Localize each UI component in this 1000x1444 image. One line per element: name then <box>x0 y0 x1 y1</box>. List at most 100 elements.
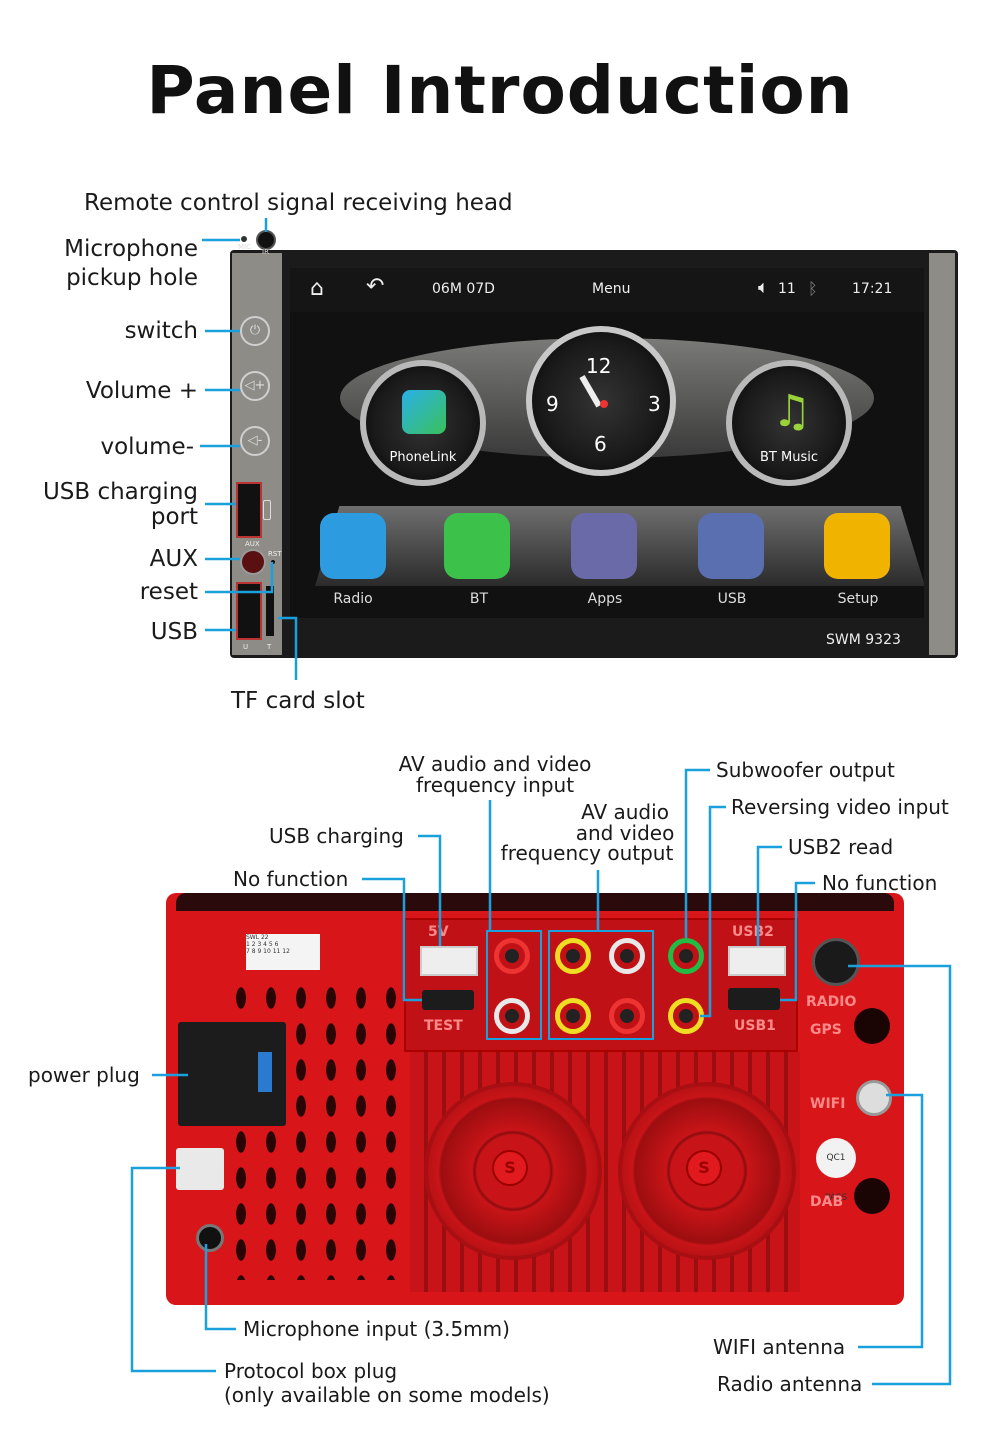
label-reversing-video: Reversing video input <box>731 795 949 819</box>
gps-text: GPS <box>810 1022 842 1038</box>
microphone-input-jack[interactable] <box>196 1224 224 1252</box>
setup-gear-icon[interactable] <box>824 513 890 579</box>
wifi-antenna-jack[interactable] <box>856 1080 892 1116</box>
wifi-text: WIFI <box>810 1096 846 1112</box>
radio-text: RADIO <box>806 994 857 1010</box>
t-text: T <box>267 643 272 651</box>
label-usb: USB <box>150 619 198 645</box>
date-text: 06M 07D <box>432 281 495 297</box>
label-remote-receiver: Remote control signal receiving head <box>84 190 513 216</box>
label-usb2-read: USB2 read <box>788 835 894 859</box>
test-text: TEST <box>424 1018 463 1034</box>
volume-up-button[interactable]: ◁+ <box>240 371 270 401</box>
usb-charging-port[interactable] <box>236 482 262 538</box>
clock-3: 3 <box>648 392 661 416</box>
phonelink-dial[interactable]: PhoneLink <box>360 360 486 486</box>
rear-panel-top-edge <box>176 893 894 911</box>
volume-down-button[interactable]: ◁- <box>240 426 270 456</box>
fan-hub-right: S <box>686 1150 722 1186</box>
leader-tf <box>278 616 298 680</box>
mic-hole <box>241 236 247 242</box>
power-button[interactable]: ⏻ <box>240 316 270 346</box>
label-mic-line1: Microphone <box>64 236 198 262</box>
radio-icon[interactable] <box>320 513 386 579</box>
rca-av-out-red[interactable] <box>609 998 645 1034</box>
label-av-output-line1: AV audio <box>581 800 669 824</box>
phonelink-label: PhoneLink <box>389 450 457 465</box>
clock-6: 6 <box>594 432 607 456</box>
rca-av-in-yellow[interactable] <box>555 938 591 974</box>
bt-music-dial[interactable]: ♫ BT Music <box>726 360 852 486</box>
home-icon[interactable]: ⌂ <box>310 276 324 301</box>
usb2-port[interactable] <box>728 946 786 976</box>
rca-av-out-yellow[interactable] <box>555 998 591 1034</box>
label-power-plug: power plug <box>28 1063 140 1087</box>
label-switch: switch <box>124 318 198 344</box>
clock-dial: 12 3 6 9 <box>526 326 676 476</box>
app-label-apps: Apps <box>587 591 623 607</box>
usb-icon[interactable] <box>698 513 764 579</box>
rca-av-in-red[interactable] <box>494 938 530 974</box>
app-label-bt: BT <box>469 591 489 607</box>
rca-av-in-white[interactable] <box>494 998 530 1034</box>
back-icon[interactable]: ↶ <box>366 274 385 299</box>
volume-level: 11 <box>778 281 796 297</box>
protocol-box-plug[interactable] <box>176 1148 224 1190</box>
usb-charging-port-rear[interactable] <box>420 946 478 976</box>
mic-text: MIC <box>238 243 251 251</box>
av-input-box <box>486 930 542 1040</box>
label-protocol-line2: (only available on some models) <box>224 1383 550 1407</box>
phone-icon[interactable] <box>444 513 510 579</box>
label-radio-antenna: Radio antenna <box>717 1372 863 1396</box>
fuse <box>258 1052 272 1092</box>
leader-no-function-left <box>362 877 422 1002</box>
leader-radio <box>848 964 952 1386</box>
menu-text[interactable]: Menu <box>592 281 631 297</box>
leader-usb-charging <box>418 834 442 946</box>
label-protocol-line1: Protocol box plug <box>224 1359 398 1383</box>
label-mic-input: Microphone input (3.5mm) <box>243 1317 510 1341</box>
clock-9: 9 <box>546 392 559 416</box>
app-label-setup: Setup <box>837 591 879 607</box>
label-usb-charging: USB charging <box>269 824 404 848</box>
phonelink-icon <box>402 390 446 434</box>
sticker-row1: 1 2 3 4 5 6 <box>246 941 279 948</box>
sticker-row2: 7 8 9 10 11 12 <box>246 948 290 955</box>
speaker-icon: 🔈︎ <box>758 277 769 298</box>
model-number: SWM 9323 <box>826 632 901 648</box>
leader-wifi <box>858 1093 924 1349</box>
aux-text: AUX <box>245 540 260 548</box>
leader-reversing <box>700 805 726 1018</box>
touch-screen[interactable]: ⌂ ↶ 06M 07D Menu 🔈︎ 11 ᛒ 17:21 PhoneLink… <box>290 268 924 618</box>
bluetooth-icon: ᛒ <box>808 279 818 298</box>
five-v-text: 5V <box>428 924 449 940</box>
rca-subwoofer[interactable] <box>668 938 704 974</box>
sticker: SWL 22 1 2 3 4 5 6 7 8 9 10 11 12 <box>246 934 320 970</box>
label-reset: reset <box>139 579 198 605</box>
leader-protocol <box>130 1166 216 1373</box>
gps-hole <box>854 1008 890 1044</box>
no-function-slot-left <box>422 990 474 1010</box>
radio-antenna-jack[interactable] <box>812 938 860 986</box>
rst-text: RST <box>268 550 282 558</box>
qc-pass-sticker: QC1 PASS <box>816 1138 856 1203</box>
aux-jack[interactable] <box>240 549 266 575</box>
usb2-text: USB2 <box>732 924 774 940</box>
sticker-top: SWL 22 <box>246 934 269 941</box>
head-unit-right-bezel <box>929 253 955 655</box>
app-label-radio: Radio <box>333 591 373 607</box>
usb1-slot <box>728 988 780 1010</box>
dab-text: DAB <box>810 1194 844 1210</box>
app-label-usb: USB <box>717 591 747 607</box>
rca-av-out-white[interactable] <box>609 938 645 974</box>
label-usb-charging-line2: port <box>150 504 198 530</box>
tf-card-slot[interactable] <box>266 586 274 636</box>
label-usb-charging-line1: USB charging <box>42 479 198 505</box>
time-text: 17:21 <box>852 281 893 297</box>
apps-icon[interactable] <box>571 513 637 579</box>
leader-subwoofer <box>684 768 710 938</box>
battery-icon <box>263 500 271 520</box>
ir-text: IR <box>262 248 269 256</box>
dab-hole <box>854 1178 890 1214</box>
